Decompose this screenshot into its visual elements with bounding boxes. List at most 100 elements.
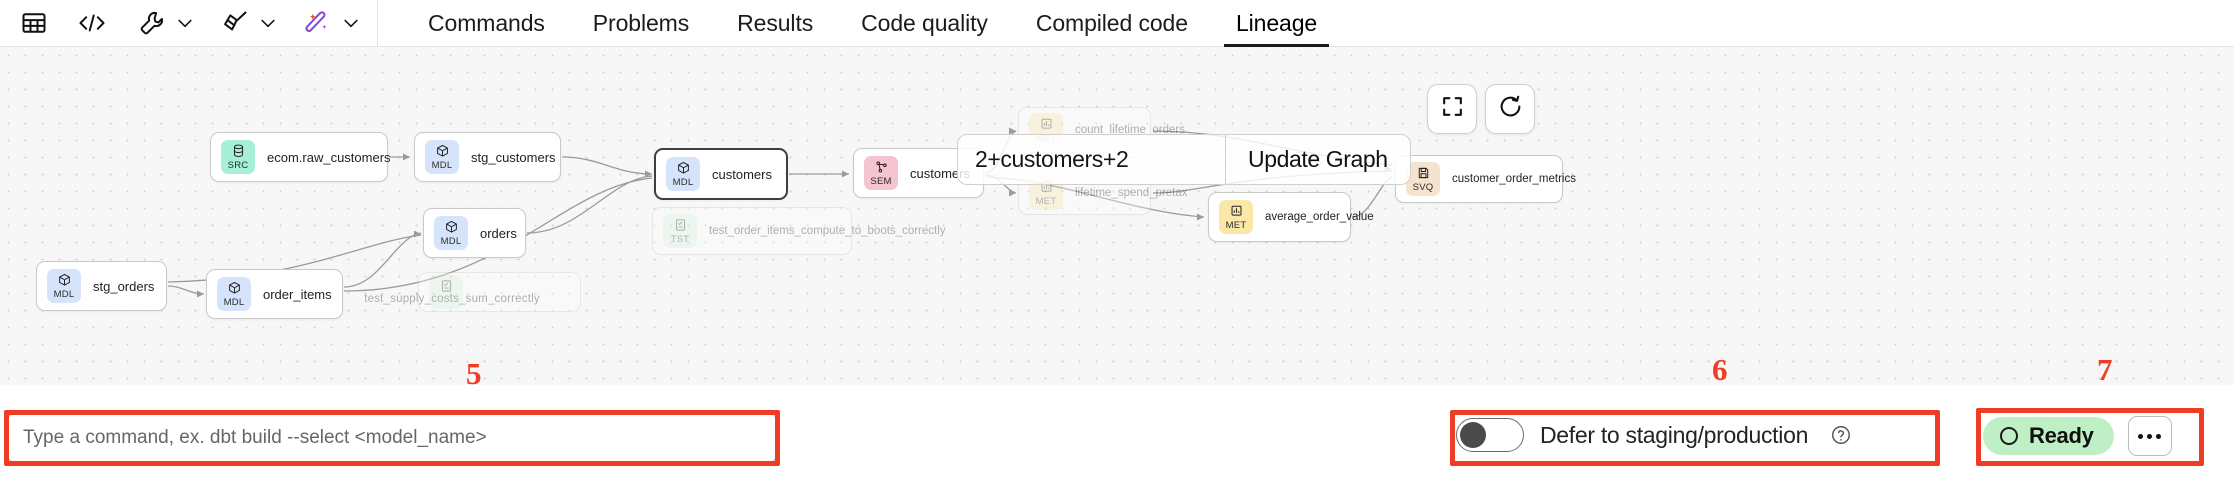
node-label: stg_orders [93, 278, 155, 294]
badge-type-label: SEM [870, 175, 892, 187]
tab-bar: Commands Problems Results Code quality C… [404, 0, 1341, 47]
table-view-icon[interactable] [14, 3, 54, 43]
cube-icon [58, 273, 71, 288]
checklist-icon [440, 279, 453, 294]
chevron-down-icon[interactable] [341, 13, 361, 33]
graph-node-stg-customers[interactable]: MDL stg_customers [414, 132, 561, 182]
status-badge[interactable]: Ready [1983, 417, 2114, 455]
fullscreen-icon [1440, 94, 1465, 124]
tab-commands[interactable]: Commands [428, 9, 545, 36]
status-dot-icon [2000, 427, 2018, 445]
node-label: test_supply_costs_sum_correctly [364, 292, 540, 305]
cube-icon [445, 220, 458, 235]
node-label: lifetime_spend_pretax [1075, 187, 1188, 199]
badge-type-label: MDL [431, 159, 453, 171]
ellipsis-icon [2138, 433, 2162, 439]
node-label: orders [480, 225, 517, 241]
refresh-icon [1498, 94, 1523, 124]
node-label: count_lifetime_orders [1075, 124, 1185, 136]
chevron-down-icon[interactable] [175, 13, 195, 33]
question-mark-icon[interactable] [1830, 424, 1852, 446]
cube-icon [677, 161, 690, 176]
broom-icon[interactable] [215, 3, 255, 43]
badge-type-label: MDL [672, 176, 694, 188]
svq-badge: SVQ [1406, 162, 1440, 196]
update-graph-button[interactable]: Update Graph [1225, 134, 1411, 185]
format-dropdown[interactable] [215, 3, 278, 43]
tab-lineage[interactable]: Lineage [1212, 0, 1341, 47]
graph-nodes-icon [875, 160, 888, 175]
tst-badge: TST [663, 214, 697, 248]
mdl-badge: MDL [47, 269, 81, 303]
badge-type-label: MDL [223, 296, 245, 308]
lineage-canvas[interactable]: SRC ecom.raw_customers MDL stg_customers [0, 47, 2234, 385]
node-label: average_order_value [1265, 211, 1374, 223]
tab-code-quality[interactable]: Code quality [861, 9, 988, 36]
toggle-knob [1460, 422, 1486, 448]
toolbar-icon-group [0, 0, 378, 47]
badge-type-label: SRC [227, 159, 249, 171]
graph-node-customers-model[interactable]: MDL customers [654, 148, 788, 200]
fit-view-button[interactable] [1427, 84, 1477, 134]
graph-selector-input[interactable]: 2+customers+2 [957, 134, 1225, 185]
bar-chart-icon [1040, 117, 1053, 132]
tab-results[interactable]: Results [737, 9, 814, 36]
src-badge: SRC [221, 140, 255, 174]
graph-node-order-items[interactable]: MDL order_items [206, 269, 343, 319]
node-label: customer_order_metrics [1452, 173, 1576, 185]
node-label: ecom.raw_customers [267, 149, 391, 165]
lineage-edges [167, 127, 1393, 298]
checklist-icon [674, 218, 687, 233]
database-icon [232, 144, 245, 159]
chevron-down-icon[interactable] [258, 13, 278, 33]
command-input[interactable] [8, 414, 776, 462]
mdl-badge: MDL [666, 157, 700, 191]
wrench-icon[interactable] [132, 3, 172, 43]
graph-node-orders[interactable]: MDL orders [423, 208, 526, 258]
status-area: Ready [1983, 416, 2172, 456]
badge-type-label: MET [1035, 195, 1057, 207]
ai-assist-dropdown[interactable] [298, 3, 361, 43]
graph-node-ecom-raw-customers[interactable]: SRC ecom.raw_customers [210, 132, 391, 182]
toolbar-divider [377, 0, 378, 46]
tab-compiled-code[interactable]: Compiled code [1035, 9, 1188, 36]
graph-node-test-supply-costs[interactable]: test_supply_costs_sum_correctly [364, 272, 581, 312]
node-label: order_items [263, 286, 332, 302]
code-view-icon[interactable] [72, 3, 112, 43]
editor-toolbar: Commands Problems Results Code quality C… [0, 0, 2234, 47]
graph-node-average-order-value[interactable]: MET average_order_value [1208, 192, 1374, 242]
graph-node-stg-orders[interactable]: MDL stg_orders [36, 261, 167, 311]
more-options-button[interactable] [2127, 416, 2172, 456]
bar-chart-icon [1230, 204, 1243, 219]
node-label: stg_customers [471, 149, 556, 165]
refresh-graph-button[interactable] [1485, 84, 1535, 134]
defer-toggle[interactable] [1456, 418, 1524, 452]
badge-type-label: TST [670, 233, 690, 245]
tab-problems[interactable]: Problems [592, 9, 690, 36]
graph-selector-panel: 2+customers+2 Update Graph [957, 134, 1411, 185]
command-input-wrapper [8, 414, 776, 462]
defer-control: Defer to staging/production [1456, 418, 1852, 452]
graph-node-customer-order-metrics[interactable]: SVQ customer_order_metrics [1395, 155, 1576, 203]
mdl-badge: MDL [434, 216, 468, 250]
mdl-badge: MDL [217, 277, 251, 311]
status-label: Ready [2029, 423, 2094, 448]
magic-wand-icon[interactable] [298, 3, 338, 43]
badge-type-label: SVQ [1412, 181, 1434, 193]
save-icon [1417, 166, 1430, 181]
badge-type-label: MDL [440, 235, 462, 247]
defer-label: Defer to staging/production [1540, 421, 1809, 448]
badge-type-label: MDL [53, 288, 75, 300]
graph-node-test-order-items[interactable]: TST test_order_items_compute_to_boots_co… [652, 207, 946, 255]
tools-dropdown[interactable] [132, 3, 195, 43]
met-badge: MET [1219, 200, 1253, 234]
node-label: customers [712, 166, 772, 182]
cube-icon [228, 281, 241, 296]
tst-badge: test_supply_costs_sum_correctly [364, 275, 540, 309]
node-label: test_order_items_compute_to_boots_correc… [709, 224, 946, 237]
mdl-badge: MDL [425, 140, 459, 174]
node-label: customers [910, 165, 970, 181]
badge-type-label: MET [1225, 219, 1247, 231]
sem-badge: SEM [864, 156, 898, 190]
